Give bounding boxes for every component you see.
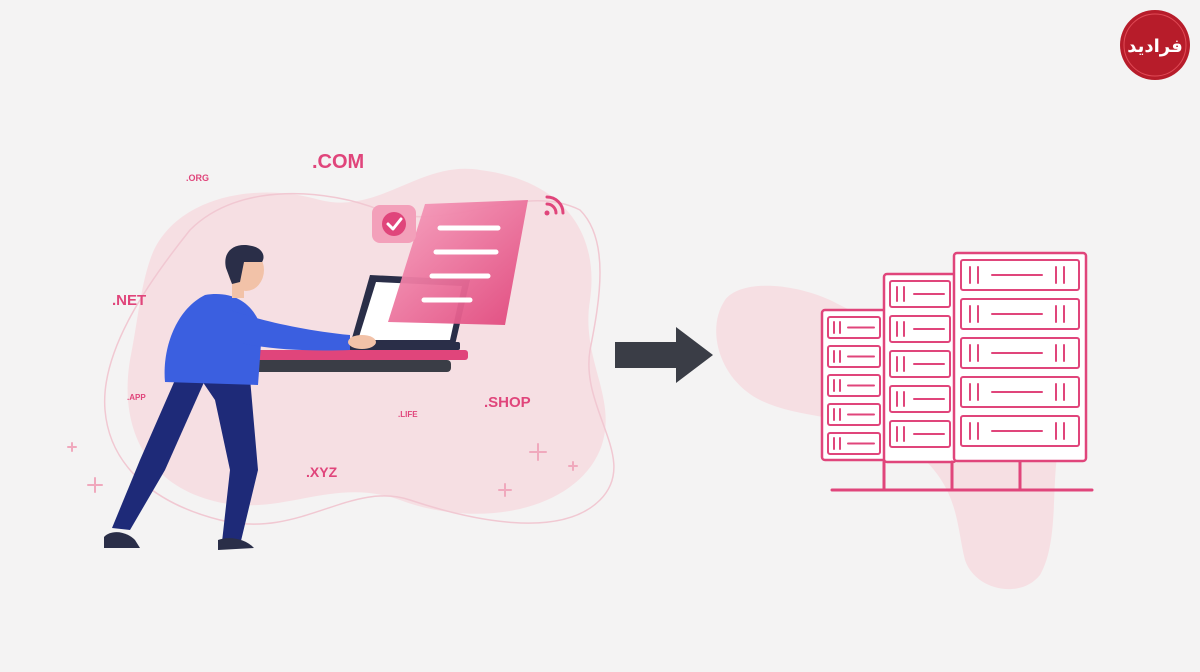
domain-label-life: .LIFE xyxy=(398,410,418,419)
desk-top xyxy=(240,350,468,360)
server-base xyxy=(830,460,1094,492)
domain-document-icon xyxy=(388,200,528,325)
sparkle-icon xyxy=(67,442,578,497)
brand-logo-text: فرادید xyxy=(1127,36,1183,57)
server-rack-small xyxy=(820,308,888,462)
person-figure xyxy=(104,244,376,550)
domain-label-com: .COM xyxy=(312,151,364,173)
arrow-right-icon xyxy=(615,327,713,383)
domain-label-net: .NET xyxy=(112,292,146,309)
server-rack-medium xyxy=(882,272,958,464)
brand-logo: فرادید xyxy=(1120,10,1190,80)
domain-label-shop: .SHOP xyxy=(484,394,531,411)
check-badge-icon xyxy=(372,205,416,243)
server-rack-icon xyxy=(820,251,1094,492)
wifi-signal-icon xyxy=(544,195,565,216)
domain-label-xyz: .XYZ xyxy=(306,464,338,480)
desk-base xyxy=(246,360,451,372)
domain-label-app: .APP xyxy=(127,393,146,402)
server-rack-large xyxy=(952,251,1088,463)
domain-label-org: .ORG xyxy=(186,173,209,183)
